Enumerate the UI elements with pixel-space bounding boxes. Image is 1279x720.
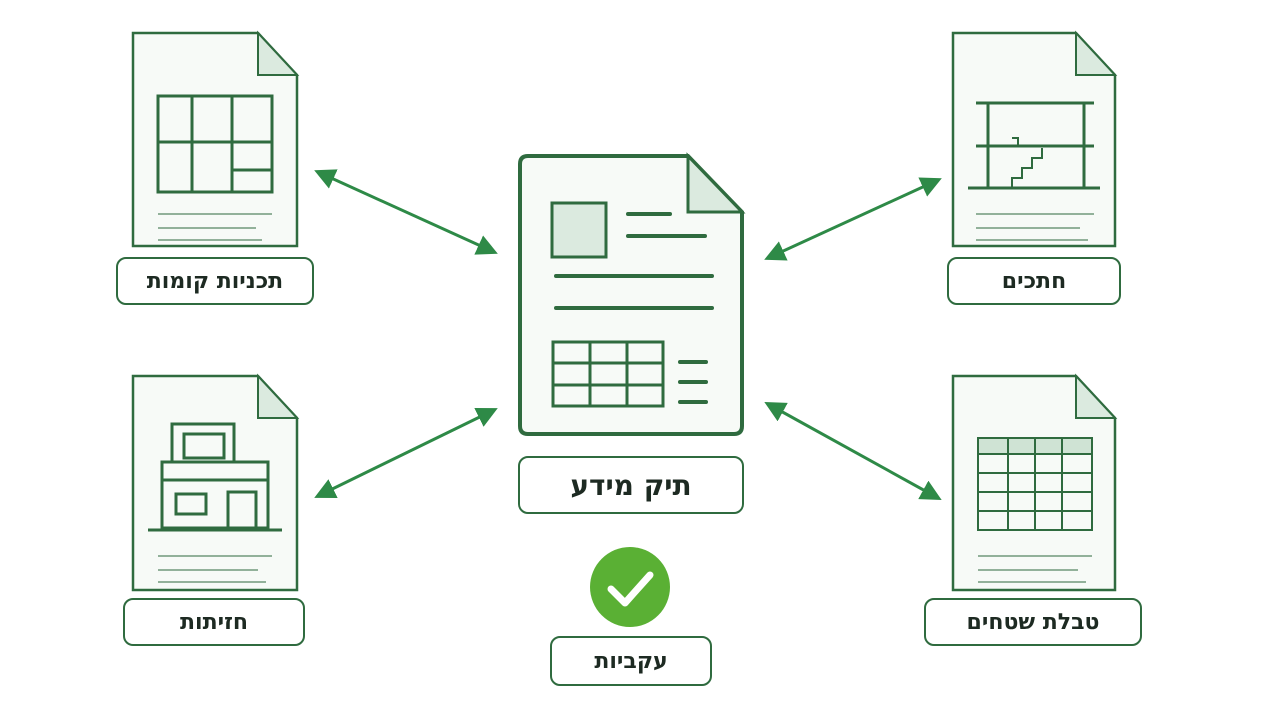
connector-arrows	[314, 169, 942, 501]
arrow-area-table	[764, 401, 942, 501]
elevations-label-text: חזיתות	[180, 609, 249, 635]
area-table-label: טבלת שטחים	[924, 598, 1142, 646]
floor-plans-label: תכניות קומות	[116, 257, 314, 305]
table-icon	[951, 373, 1118, 592]
arrow-elevations	[314, 407, 498, 499]
floor-plans-label-text: תכניות קומות	[146, 268, 284, 294]
floor-plan-icon	[131, 30, 300, 248]
consistency-label: עקביות	[550, 636, 712, 686]
sections-label: חתכים	[947, 257, 1121, 305]
center-document-label-text: תיק מידע	[570, 468, 692, 502]
arrow-floor-plans	[314, 169, 498, 255]
check-icon	[590, 547, 670, 627]
section-icon	[951, 30, 1118, 248]
elevations-label: חזיתות	[123, 598, 305, 646]
consistency-label-text: עקביות	[594, 648, 668, 674]
arrow-sections	[764, 177, 942, 261]
sections-label-text: חתכים	[1001, 268, 1067, 294]
area-table-label-text: טבלת שטחים	[966, 609, 1100, 635]
center-document-label: תיק מידע	[518, 456, 744, 514]
center-document-icon	[518, 152, 746, 436]
elevation-icon	[131, 373, 300, 592]
